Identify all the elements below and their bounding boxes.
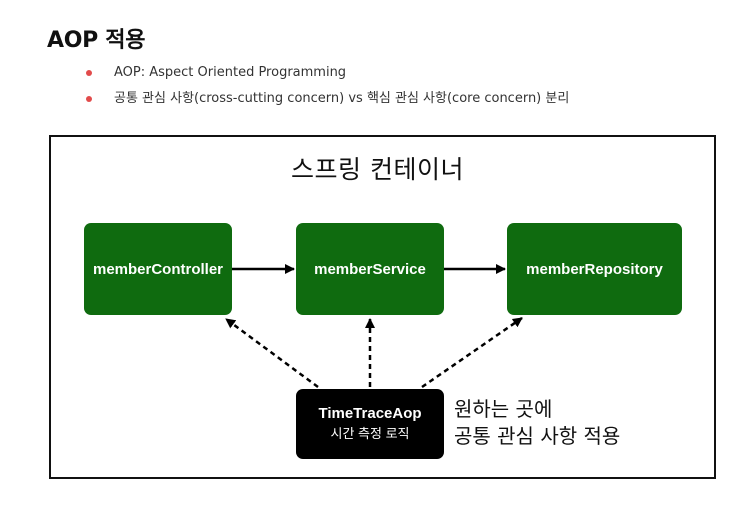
bullet-text: AOP: Aspect Oriented Programming — [114, 65, 347, 80]
aop-note: 원하는 곳에 공통 관심 사항 적용 — [454, 396, 620, 450]
bullet-dot-icon — [86, 70, 92, 76]
container-label: 스프링 컨테이너 — [291, 155, 464, 184]
bullet-list: AOP: Aspect Oriented Programming 공통 관심 사… — [86, 62, 569, 114]
edge-aop-to-controller — [225, 317, 319, 389]
edge-aop-to-repository — [421, 316, 523, 389]
bullet-dot-icon — [86, 96, 92, 102]
bullet-item: 공통 관심 사항(cross-cutting concern) vs 핵심 관심… — [86, 88, 569, 114]
spring-container-frame — [49, 135, 716, 479]
aop-subtitle: 시간 측정 로직 — [330, 426, 410, 441]
bullet-text: 공통 관심 사항(cross-cutting concern) vs 핵심 관심… — [114, 91, 570, 106]
node-member-repository: memberRepository — [507, 223, 682, 315]
page-title: AOP 적용 — [47, 28, 146, 53]
bullet-item: AOP: Aspect Oriented Programming — [86, 62, 569, 88]
aop-note-line: 공통 관심 사항 적용 — [454, 424, 621, 448]
node-member-service: memberService — [296, 223, 444, 315]
aop-note-line: 원하는 곳에 — [454, 397, 553, 421]
node-time-trace-aop: TimeTraceAop 시간 측정 로직 — [296, 389, 444, 459]
aop-title: TimeTraceAop — [318, 405, 422, 422]
node-member-controller: memberController — [84, 223, 232, 315]
